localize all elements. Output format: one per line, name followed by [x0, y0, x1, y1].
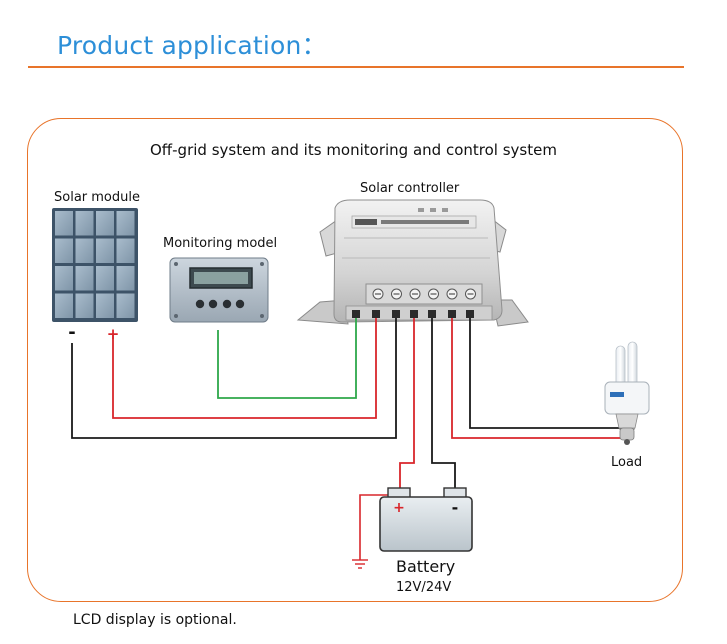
solar-cell [75, 211, 94, 236]
lightbulb-icon [604, 341, 650, 445]
diagram-frame [27, 118, 683, 602]
solar-cell [116, 293, 135, 318]
solar-cell [96, 293, 114, 318]
controller-socket [466, 310, 474, 318]
solar-cell [96, 211, 114, 236]
controller-socket [410, 310, 418, 318]
solar-cell [55, 266, 73, 291]
battery-positive-terminal: + [393, 500, 405, 516]
battery [379, 487, 473, 552]
signal-wire [217, 318, 357, 399]
solar-module-label: Solar module [54, 190, 140, 205]
load-negative-wire [469, 318, 628, 429]
battery-voltage-label: 12V/24V [396, 580, 452, 595]
solar-controller [296, 199, 529, 327]
solar-negative-wire [71, 318, 397, 439]
solar-cell [96, 266, 114, 291]
footnote: LCD display is optional. [73, 612, 237, 628]
solar-cell [75, 238, 94, 263]
solar-cell [55, 238, 73, 263]
load-label: Load [611, 455, 643, 470]
solar-controller-label: Solar controller [360, 181, 460, 196]
controller-socket [352, 310, 360, 318]
solar-cell [55, 293, 73, 318]
ground-wire [359, 494, 388, 560]
diagram-title: Off-grid system and its monitoring and c… [150, 141, 557, 159]
controller-socket [392, 310, 400, 318]
load-positive-wire [451, 318, 628, 439]
battery-label: Battery [396, 557, 456, 576]
solar-negative-terminal: - [68, 322, 75, 343]
solar-module [52, 208, 138, 322]
controller-socket [372, 310, 380, 318]
monitor-buttons [195, 299, 245, 309]
controller-socket [448, 310, 456, 318]
solar-cell [96, 238, 114, 263]
page-title: Product application： [57, 31, 327, 60]
battery-negative-terminal: - [452, 498, 459, 517]
battery-negative-wire [431, 318, 456, 494]
solar-positive-wire [112, 318, 377, 419]
solar-cell [75, 293, 94, 318]
solar-cell [75, 266, 94, 291]
monitoring-model [169, 257, 269, 323]
monitoring-model-label: Monitoring model [163, 236, 278, 251]
solar-cell [116, 211, 135, 236]
title-divider [28, 66, 684, 68]
controller-socket [428, 310, 436, 318]
solar-cell [55, 211, 73, 236]
ground-icon [352, 559, 368, 569]
solar-cell [116, 238, 135, 263]
battery-positive-wire [399, 318, 415, 494]
solar-cell [116, 266, 135, 291]
